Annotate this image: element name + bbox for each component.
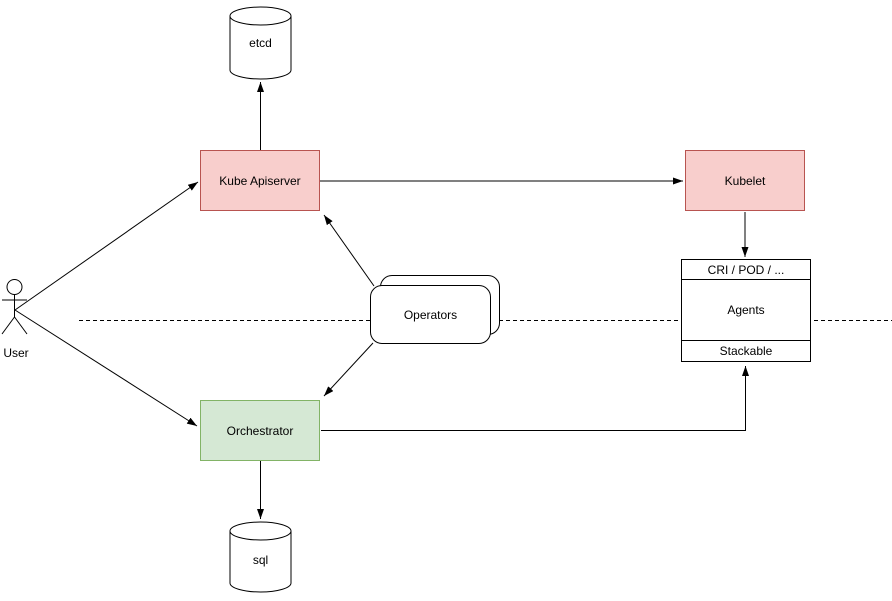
- node-kube-apiserver[interactable]: Kube Apiserver: [200, 150, 320, 211]
- cri-pod-label: CRI / POD / ...: [707, 262, 785, 277]
- sql-cylinder[interactable]: [229, 521, 292, 593]
- edge-user-to-orchestrator[interactable]: [14, 309, 198, 427]
- orchestrator-label: Orchestrator: [226, 423, 294, 438]
- etcd-cylinder-rim: [229, 15, 292, 26]
- node-operators[interactable]: Operators: [370, 285, 491, 344]
- edge-operators-to-orchestrator[interactable]: [323, 342, 374, 397]
- agents-stack-row-agents[interactable]: Agents: [682, 280, 810, 340]
- operators-label: Operators: [403, 307, 458, 322]
- node-orchestrator[interactable]: Orchestrator: [200, 400, 320, 461]
- edge-orchestrator-to-stackable[interactable]: [321, 366, 749, 431]
- sql-label: sql: [252, 553, 269, 567]
- agents-stack-row-stackable[interactable]: Stackable: [682, 340, 810, 361]
- agents-stack-row-cri[interactable]: CRI / POD / ...: [682, 260, 810, 280]
- node-kubelet[interactable]: Kubelet: [685, 150, 805, 211]
- edge-user-to-kube-apiserver[interactable]: [14, 181, 199, 311]
- node-agents-stack[interactable]: CRI / POD / ... Agents Stackable: [681, 259, 811, 362]
- agents-label: Agents: [727, 303, 765, 317]
- kube-apiserver-label: Kube Apiserver: [219, 173, 301, 188]
- etcd-cylinder[interactable]: [229, 6, 292, 80]
- etcd-label: etcd: [249, 36, 272, 50]
- stackable-label: Stackable: [719, 344, 773, 358]
- kubelet-label: Kubelet: [724, 173, 766, 188]
- sql-cylinder-rim: [229, 530, 292, 541]
- user-label: User: [3, 346, 29, 360]
- edge-operators-to-kube-apiserver[interactable]: [323, 214, 375, 287]
- user-actor-icon[interactable]: [1, 279, 28, 335]
